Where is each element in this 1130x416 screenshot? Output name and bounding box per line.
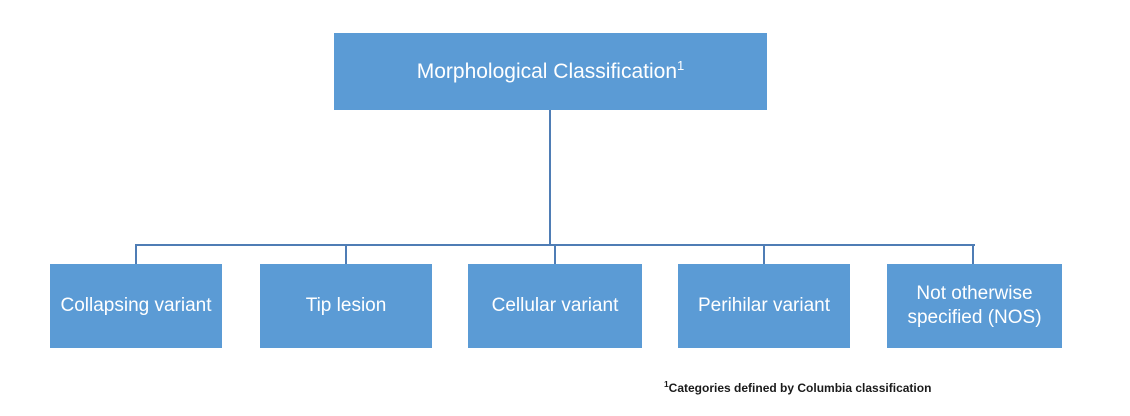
child-node-tip-lesion: Tip lesion [260, 264, 432, 348]
connector-drop-perihilar-variant [763, 244, 765, 264]
root-superscript: 1 [677, 57, 685, 73]
connector-drop-collapsing-variant [135, 244, 137, 264]
footnote-text: Categories defined by Columbia classific… [668, 381, 932, 395]
child-node-label: Perihilar variant [698, 295, 830, 316]
connector-drop-nos [972, 244, 974, 264]
connector-root-stem [549, 110, 551, 245]
child-node-cellular-variant: Cellular variant [468, 264, 642, 348]
child-node-label: Tip lesion [305, 295, 387, 316]
child-node-perihilar-variant: Perihilar variant [678, 264, 850, 348]
root-node-morphological-classification: Morphological Classification1 [334, 33, 767, 110]
child-node-label: Not otherwise specified (NOS) [907, 283, 1042, 328]
connector-drop-cellular-variant [554, 244, 556, 264]
child-node-label: Cellular variant [491, 295, 619, 316]
footnote-superscript: 1 [664, 379, 669, 389]
child-node-collapsing-variant: Collapsing variant [50, 264, 222, 348]
child-node-label: Collapsing variant [60, 295, 212, 316]
footnote: 1Categories defined by Columbia classifi… [664, 380, 931, 396]
root-node-label: Morphological Classification1 [416, 57, 685, 83]
child-node-not-otherwise-specified: Not otherwise specified (NOS) [887, 264, 1062, 348]
connector-drop-tip-lesion [345, 244, 347, 264]
